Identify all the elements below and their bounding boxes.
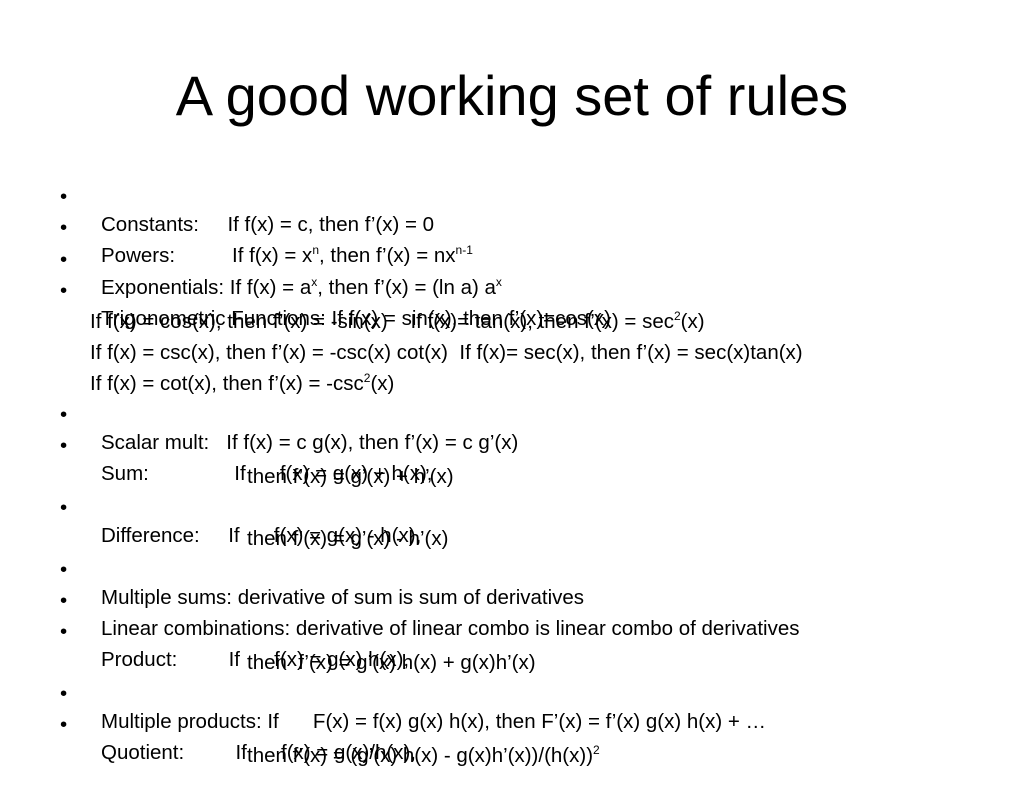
list-item: then f’(x) = g’(x) - h’(x): [0, 497, 448, 550]
bullet: •: [60, 589, 68, 612]
bullet: •: [60, 620, 68, 643]
bullet: •: [60, 713, 68, 736]
list-item: • Multiple products: If F(x) = f(x) g(x)…: [0, 652, 766, 733]
rule-quotient: Quotient: If f(x) = g(x)/h(x),: [101, 741, 416, 764]
bullet: •: [60, 185, 68, 208]
rule-quotient-result: then f’(x) = (g’(x) h(x) - g(x)h’(x))/(h…: [247, 743, 600, 767]
rule-sum-result: then f’(x) = g’(x) + h’(x): [247, 465, 454, 488]
rule-sum: Sum: If f(x) = g(x) + h(x),: [101, 462, 433, 485]
bullet: •: [60, 558, 68, 581]
rules-list: • Constants: If f(x) = c, then f’(x) = 0…: [0, 155, 803, 767]
rule-multiple-products: Multiple products: If F(x) = f(x) g(x) h…: [101, 710, 767, 733]
rule-linear-combinations: Linear combinations: derivative of linea…: [101, 617, 800, 640]
bullet: •: [60, 434, 68, 457]
bullet: •: [60, 403, 68, 426]
list-item: • Constants: If f(x) = c, then f’(x) = 0: [0, 155, 434, 236]
list-item: • Linear combinations: derivative of lin…: [0, 559, 799, 640]
list-item: • Quotient: If f(x) = g(x)/h(x),: [0, 683, 416, 764]
bullet: •: [60, 496, 68, 519]
rule-trig: Trigonometric Functions: If f(x) = sin(x…: [101, 307, 611, 330]
rule-product-result: then f’(x) = g’(x) h(x) + g(x)h’(x): [247, 651, 536, 674]
list-item: • Multiple sums: derivative of sum is su…: [0, 528, 584, 609]
bullet: •: [60, 216, 68, 239]
slide-title: A good working set of rules: [175, 64, 849, 127]
rule-trig-csc-sec: If f(x) = csc(x), then f’(x) = -csc(x) c…: [90, 341, 803, 364]
list-item: If f(x) = csc(x), then f’(x) = -csc(x) c…: [0, 311, 803, 364]
rule-difference-result: then f’(x) = g’(x) - h’(x): [247, 527, 449, 550]
list-item: • Trigonometric Functions: If f(x) = sin…: [0, 249, 611, 330]
rule-product: Product: If f(x) = g(x) h(x),: [101, 648, 410, 671]
rule-multiple-sums: Multiple sums: derivative of sum is sum …: [101, 586, 585, 609]
rule-exponentials: Exponentials: If f(x) = ax, then f’(x) =…: [101, 275, 502, 299]
slide: A good working set of rules • Constants:…: [0, 64, 849, 767]
bullet: •: [60, 248, 68, 271]
list-item: then f’(x) = g’(x) h(x) + g(x)h’(x): [0, 621, 536, 674]
list-item: • Product: If f(x) = g(x) h(x),: [0, 590, 409, 671]
list-item: • Sum: If f(x) = g(x) + h(x),: [0, 404, 432, 485]
rule-trig-cos-tan: If f(x) = cos(x), then f’(x) = -sin(x) I…: [90, 309, 705, 333]
list-item: then f’(x) = (g’(x) h(x) - g(x)h’(x))/(h…: [0, 714, 600, 767]
list-item: • Powers: If f(x) = xn, then f’(x) = nxn…: [0, 186, 473, 267]
bullet: •: [60, 682, 68, 705]
rule-difference: Difference: If f(x) = g(x) - h(x),: [101, 524, 422, 547]
list-item: If f(x) = cot(x), then f’(x) = -csc2(x): [0, 342, 394, 395]
list-item: then f’(x) = g’(x) + h’(x): [0, 435, 454, 488]
rule-constants: Constants: If f(x) = c, then f’(x) = 0: [101, 213, 435, 236]
list-item: • Exponentials: If f(x) = ax, then f’(x)…: [0, 218, 502, 299]
bullet: •: [60, 279, 68, 302]
list-item: • Difference: If f(x) = g(x) - h(x),: [0, 466, 421, 547]
rule-scalar-mult: Scalar mult: If f(x) = c g(x), then f’(x…: [101, 431, 519, 454]
list-item: • Scalar mult: If f(x) = c g(x), then f’…: [0, 373, 518, 454]
rule-trig-cot: If f(x) = cot(x), then f’(x) = -csc2(x): [90, 371, 395, 395]
list-item: If f(x) = cos(x), then f’(x) = -sin(x) I…: [0, 280, 705, 333]
rule-powers: Powers: If f(x) = xn, then f’(x) = nxn-1: [101, 243, 473, 267]
